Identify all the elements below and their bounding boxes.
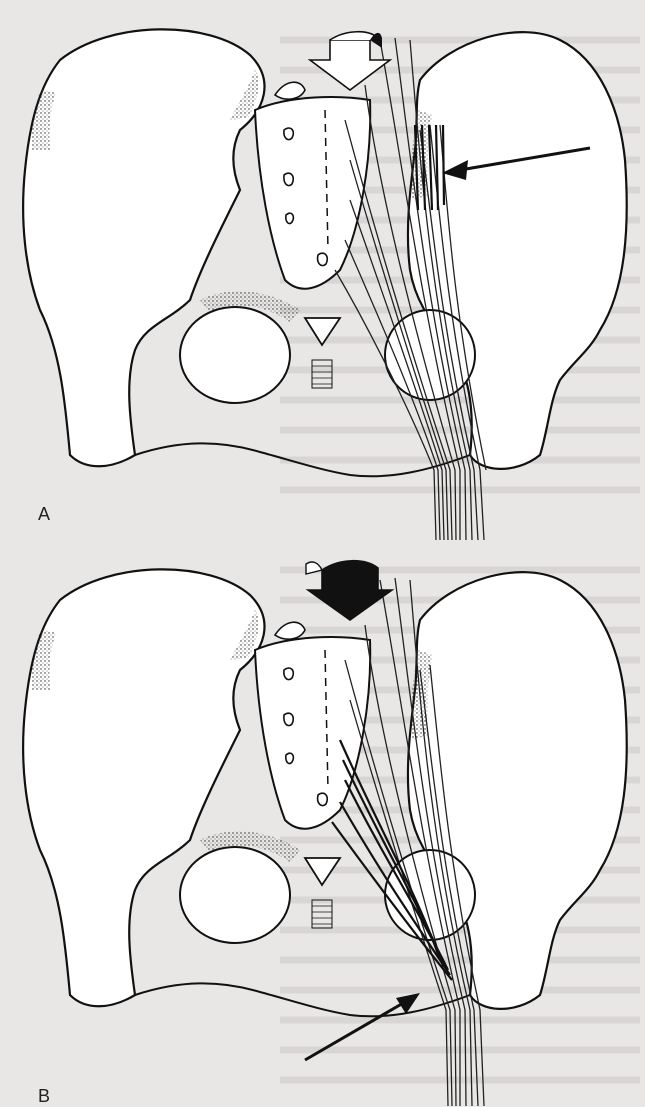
figure-b: B [0,540,645,1106]
panel-label-b: B [38,1086,50,1107]
pubic-symphysis-a [305,318,340,388]
left-obturator-foramen [180,307,290,403]
pelvis-illustration-b [0,540,645,1106]
right-obturator-foramen [385,310,475,400]
pelvis-illustration-a [0,0,645,540]
panel-label-a: A [38,504,50,525]
sacrum-a [255,97,370,289]
sacrum-b [255,637,370,829]
right-ilium-b [408,572,627,1009]
figure-a: A [0,0,645,540]
left-obturator-foramen-b [180,847,290,943]
